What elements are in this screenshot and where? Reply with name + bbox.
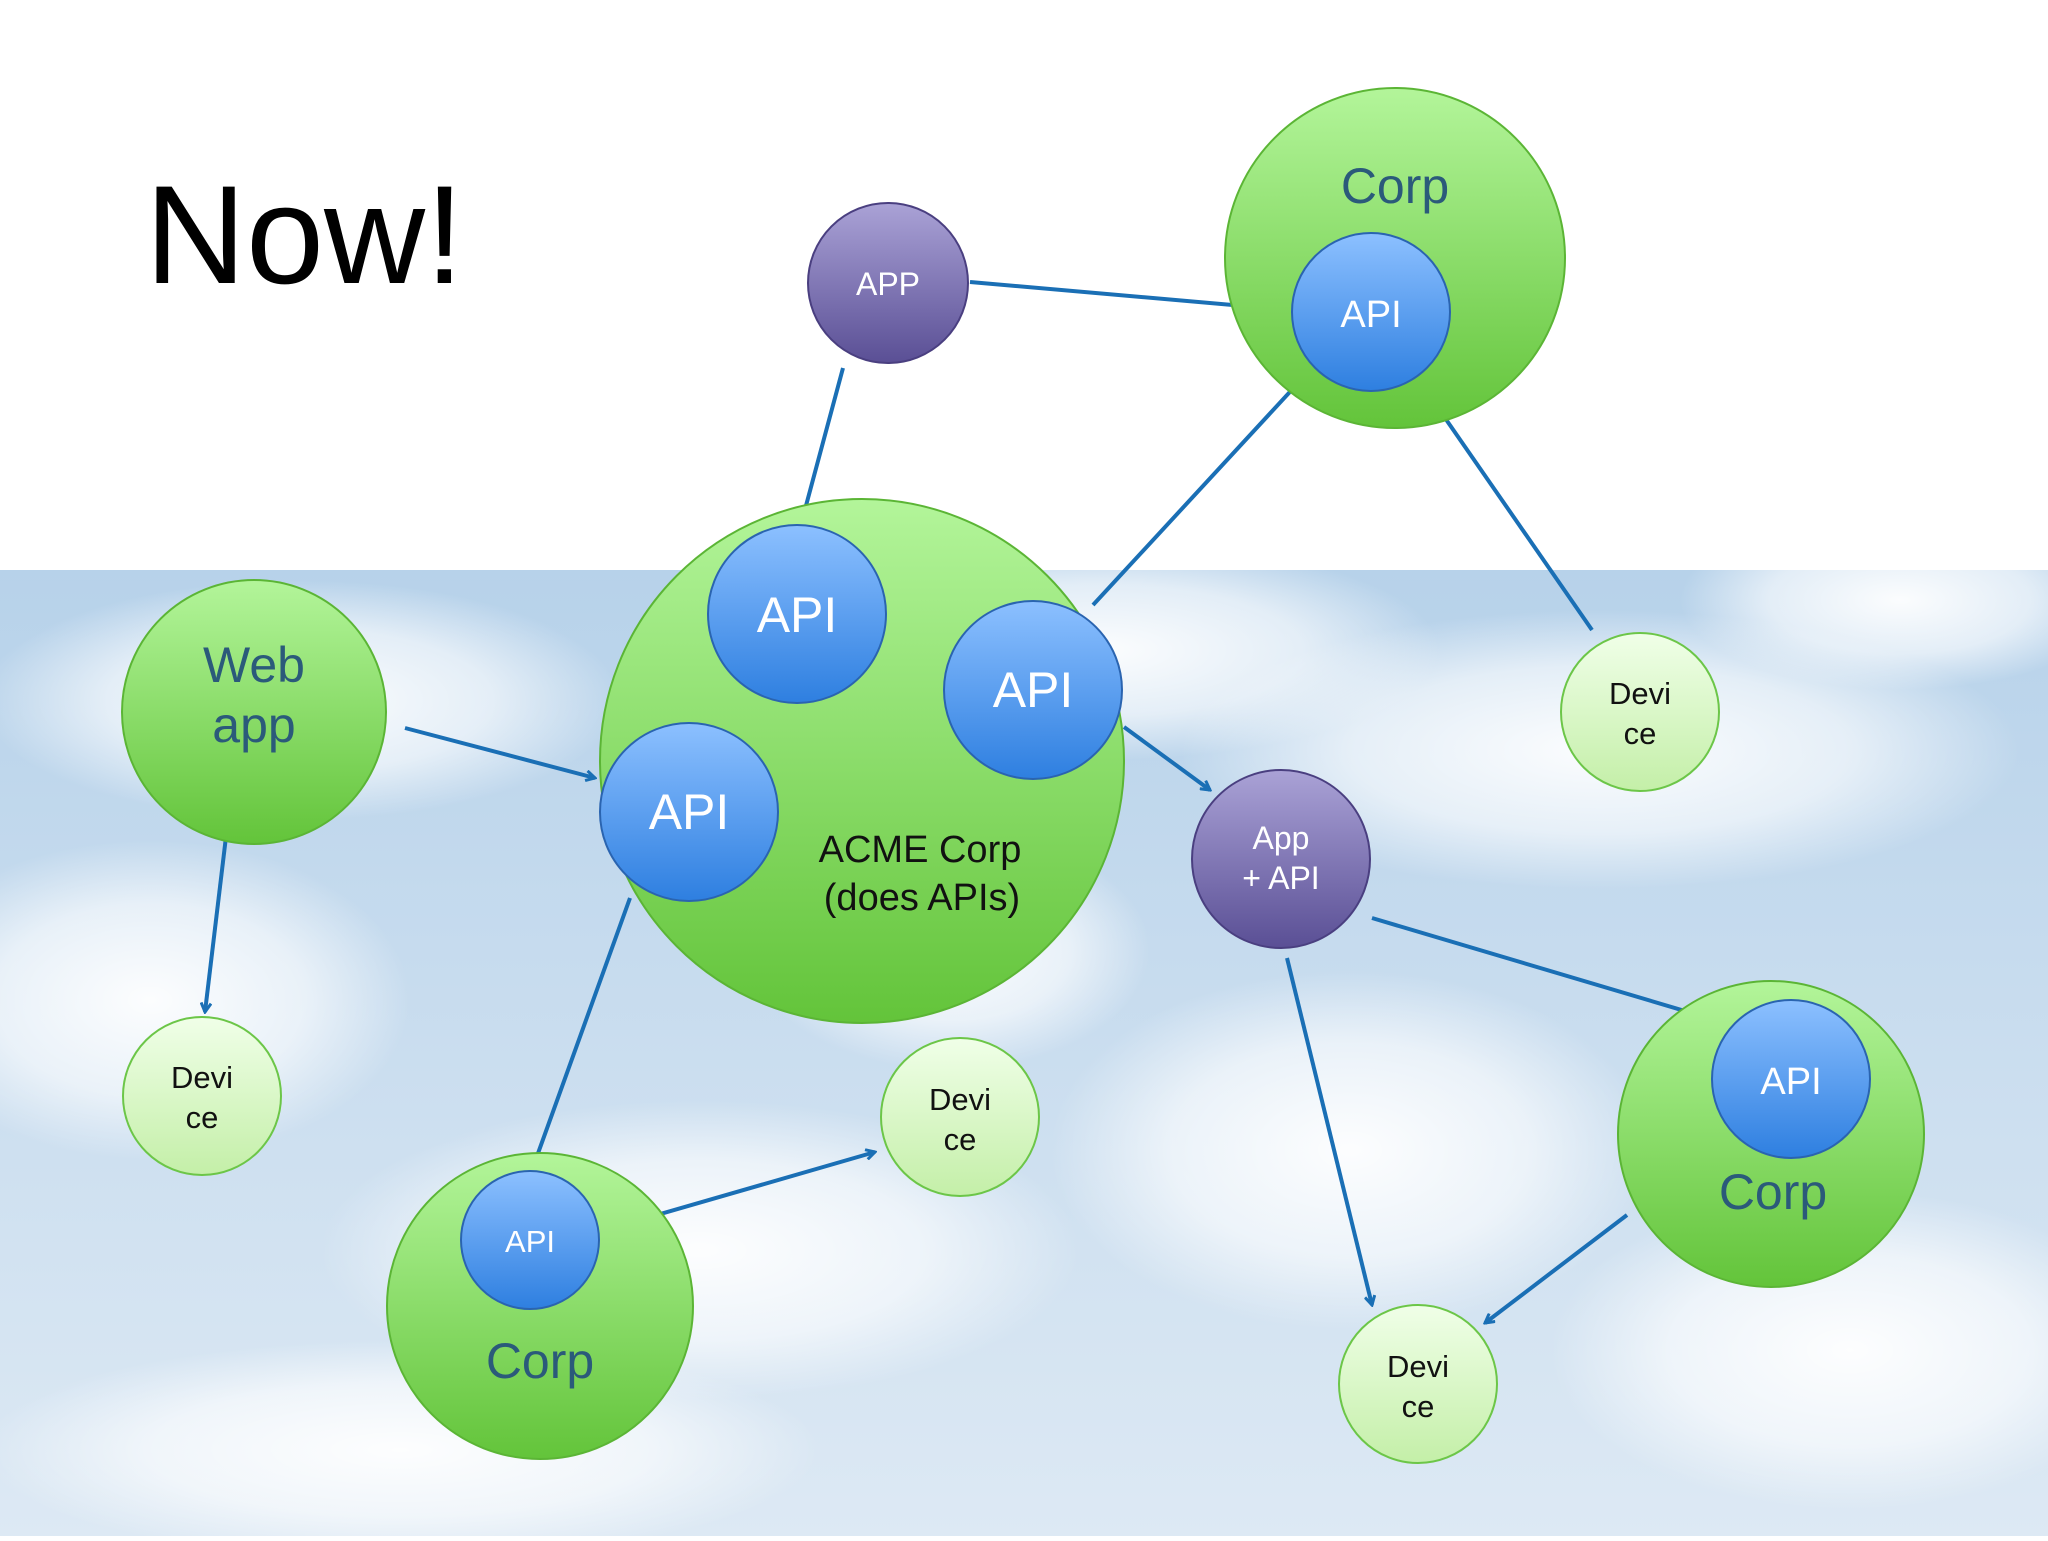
arrow-corp-right-to-device: [1485, 1213, 1629, 1323]
device-middle-node: Devi ce: [880, 1037, 1040, 1197]
corp-top-api-label: API: [1340, 294, 1401, 336]
corp-right-label: Corp: [1719, 1164, 1827, 1220]
acme-corp-node: ACME Corp (does APIs) API API API: [599, 498, 1125, 1024]
device-right-line2: ce: [1624, 716, 1657, 751]
corp-top-label: Corp: [1341, 158, 1449, 214]
corp-right-api-label: API: [1760, 1061, 1821, 1103]
device-left-line2: ce: [186, 1100, 219, 1135]
acme-api-2-label: API: [993, 662, 1074, 718]
device-middle-line1: Devi: [929, 1082, 991, 1117]
device-bottom-right-node: Devi ce: [1338, 1304, 1498, 1464]
corp-bottom-left-label: Corp: [486, 1333, 594, 1389]
corp-bottom-left-api: API: [460, 1170, 600, 1310]
device-left-node: Devi ce: [122, 1016, 282, 1176]
app-api-label-line1: App: [1253, 820, 1310, 856]
slide-title: Now!: [145, 156, 464, 313]
app-top-node: APP: [807, 202, 969, 364]
arrow-device-to-corp-api: [1427, 392, 1594, 632]
device-left-line1: Devi: [171, 1060, 233, 1095]
acme-api-3: API: [599, 722, 779, 902]
device-bottom-right-line1: Devi: [1387, 1349, 1449, 1384]
arrow-acme-to-corp-api: [1091, 368, 1312, 607]
arrow-webapp-to-device: [205, 819, 230, 1012]
web-app-label-line2: app: [212, 697, 295, 753]
acme-api-2: API: [943, 600, 1123, 780]
device-middle-line2: ce: [944, 1122, 977, 1157]
app-top-label: APP: [856, 266, 920, 302]
arrow-app-api-to-corp-right-api: [1371, 916, 1732, 1025]
arrow-acme-to-corp-bottom-api: [532, 897, 632, 1170]
acme-api-1: API: [707, 524, 887, 704]
web-app-node: Web app: [121, 579, 387, 845]
corp-bottom-left-api-label: API: [505, 1224, 555, 1259]
arrow-app-api-to-device: [1285, 957, 1372, 1305]
web-app-label-line1: Web: [203, 637, 305, 693]
corp-right-api: API: [1711, 999, 1871, 1159]
acme-label-line2: (does APIs): [824, 877, 1020, 919]
arrow-api2-to-app-api: [1122, 725, 1210, 790]
acme-api-3-label: API: [649, 784, 730, 840]
app-api-node: App + API: [1191, 769, 1371, 949]
corp-top-api: API: [1291, 232, 1451, 392]
arrow-webapp-to-acme-api: [404, 726, 595, 778]
corp-top-node: Corp API: [1224, 87, 1566, 429]
corp-bottom-left-node: Corp API: [386, 1152, 694, 1460]
acme-api-1-label: API: [757, 587, 838, 643]
arrow-app-to-acme-api: [800, 367, 845, 528]
acme-label-line1: ACME Corp: [819, 829, 1022, 871]
app-api-label-line2: + API: [1242, 860, 1319, 896]
corp-right-node: Corp API: [1617, 980, 1925, 1288]
device-right-node: Devi ce: [1560, 632, 1720, 792]
device-right-line1: Devi: [1609, 676, 1671, 711]
device-bottom-right-line2: ce: [1402, 1389, 1435, 1424]
